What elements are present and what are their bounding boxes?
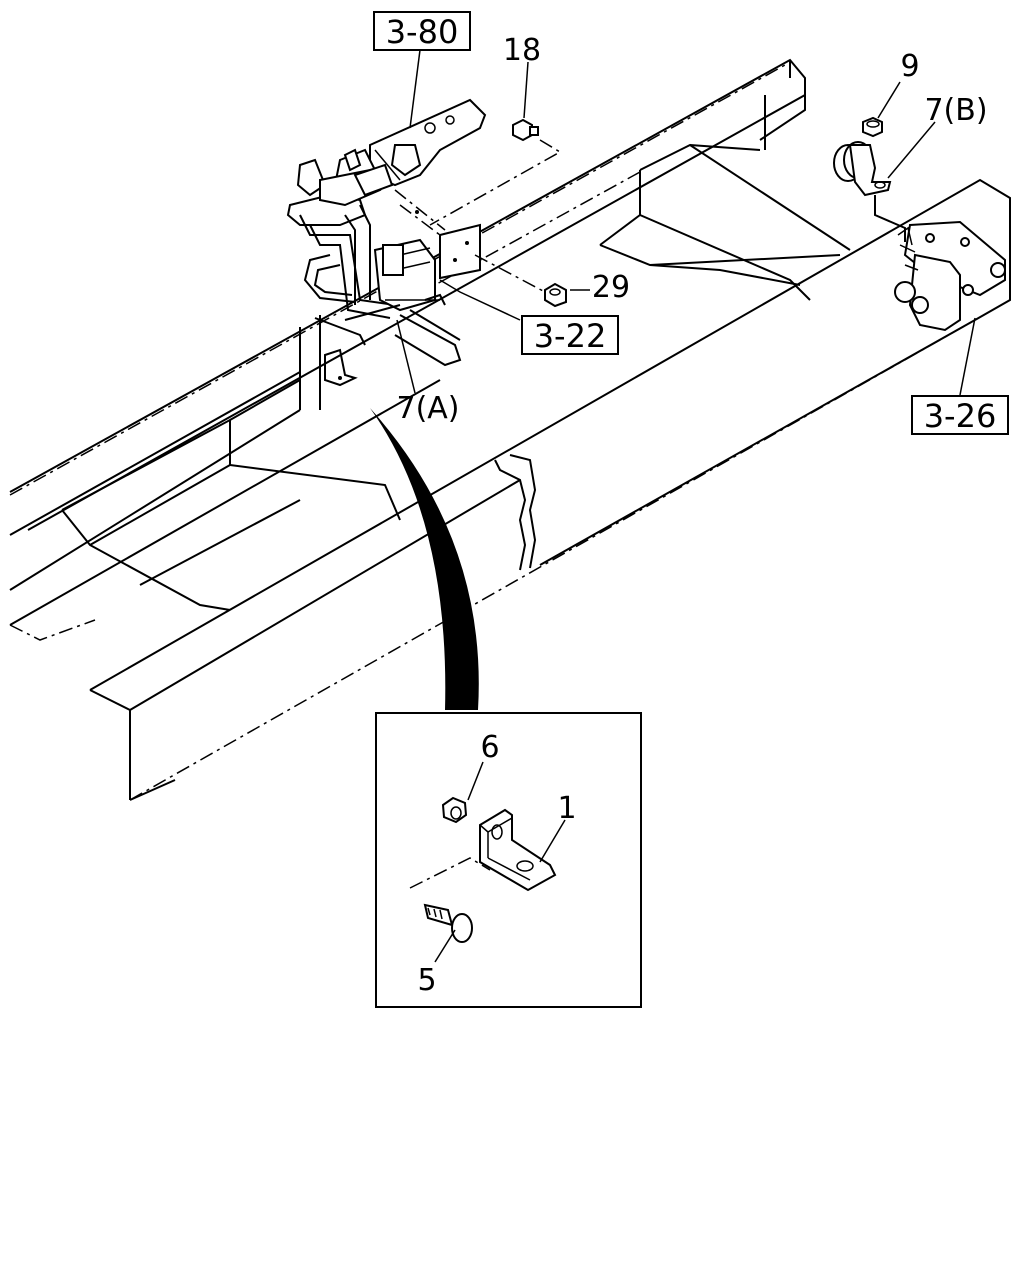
part-label-29: 29 <box>592 270 630 305</box>
nut-9 <box>862 116 883 138</box>
part-label-7b: 7(B) <box>924 93 987 128</box>
pipe-clamp-7b <box>833 141 906 242</box>
part-label-18: 18 <box>503 33 541 68</box>
ref-box-3-80[interactable]: 3-80 <box>373 11 471 51</box>
frame-rails <box>9 58 1011 801</box>
valve-assembly <box>286 98 487 367</box>
callout-arrow <box>370 408 479 710</box>
part-label-1: 1 <box>557 791 576 826</box>
relay-valve <box>894 220 1006 332</box>
part-label-6: 6 <box>480 730 499 765</box>
ref-3-22-text: 3-22 <box>534 317 607 355</box>
part-label-9: 9 <box>900 49 919 84</box>
nut-29 <box>474 254 567 308</box>
part-label-7a: 7(A) <box>396 391 459 426</box>
leader-lines <box>396 49 976 963</box>
ref-3-26-text: 3-26 <box>924 397 997 435</box>
bolt-18 <box>429 118 562 226</box>
detail-box <box>375 712 642 1008</box>
ref-box-3-22[interactable]: 3-22 <box>521 315 619 355</box>
ref-box-3-26[interactable]: 3-26 <box>911 395 1009 435</box>
ref-3-80-text: 3-80 <box>386 13 459 51</box>
part-label-5: 5 <box>417 963 436 998</box>
